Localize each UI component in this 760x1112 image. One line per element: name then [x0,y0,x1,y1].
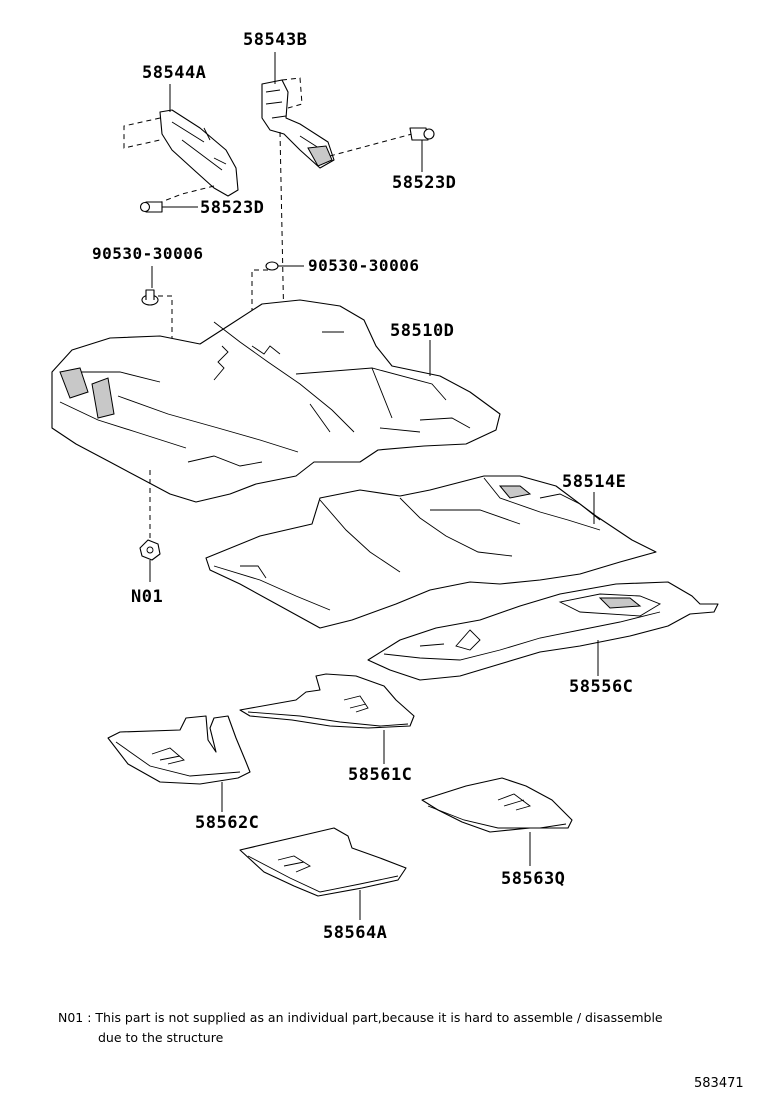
bolt-58523d-right [409,127,435,141]
carpet-58514e [205,475,657,629]
label-58556c: 58556C [569,677,634,697]
bolt-58523d-left [139,201,163,213]
footnote-line-1: N01 : This part is not supplied as an in… [58,1010,663,1025]
carpet-58510d [51,299,501,503]
footnote-line-2: due to the structure [98,1030,224,1045]
label-58563q: 58563Q [501,869,566,889]
clip-90530-right [265,261,279,271]
figure-number: 583471 [694,1076,744,1091]
panel-58544a [123,109,239,205]
label-90530-30006-left: 90530-30006 [92,244,204,263]
dash-58543b-to-58523d [329,133,413,157]
floor-mat-58563q [421,777,573,833]
carpet-58556c [367,581,719,681]
label-58561c: 58561C [348,765,413,785]
label-58523d-left: 58523D [200,198,265,218]
label-58510d: 58510D [390,321,455,341]
label-58544a: 58544A [142,63,207,83]
floor-mat-58562c [107,715,251,785]
label-58564a: 58564A [323,923,388,943]
floor-mat-58564a [239,827,407,897]
dash-58543b-to-carpet [279,131,285,331]
label-58523d-right: 58523D [392,173,457,193]
label-90530-30006-right: 90530-30006 [308,256,420,275]
floor-mat-58561c [239,673,415,729]
nut-n01 [139,539,161,561]
dash-90530-left [158,295,173,352]
clip-90530-left [141,289,159,306]
label-58543b: 58543B [243,30,308,50]
bracket-58543b [261,77,335,169]
label-n01: N01 [131,587,164,607]
label-58514e: 58514E [562,472,627,492]
label-58562c: 58562C [195,813,260,833]
